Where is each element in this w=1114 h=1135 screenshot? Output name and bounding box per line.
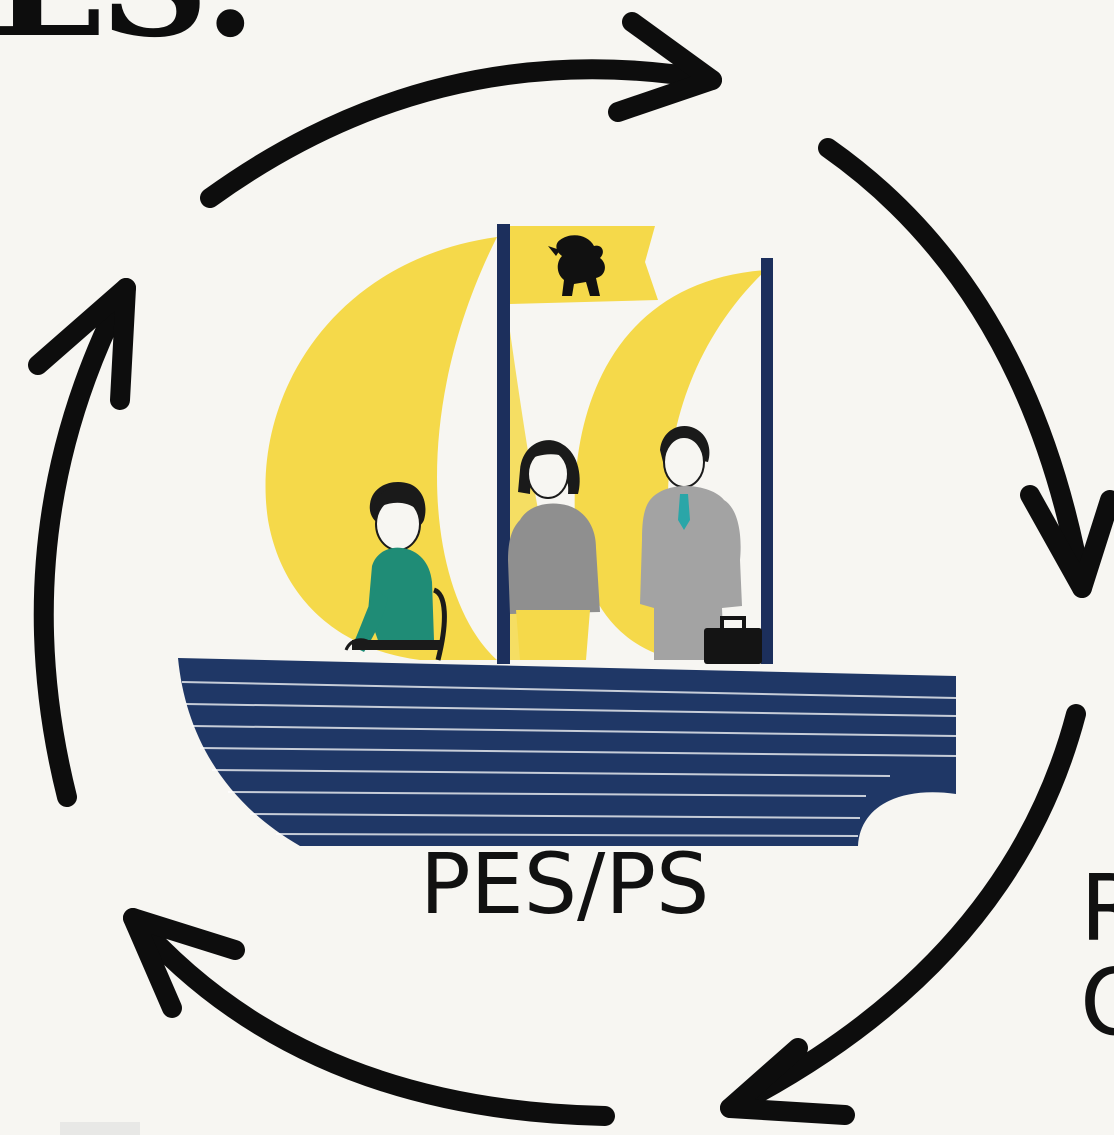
cycle-arrow-left	[28, 278, 136, 807]
briefcase	[704, 628, 762, 664]
cycle-label-pes-ps: PES/PS	[420, 835, 710, 933]
cycle-arrow-right	[818, 138, 1114, 598]
main-mast	[497, 224, 510, 664]
passenger-woman	[508, 440, 600, 660]
side-label-cropped: R O	[1080, 862, 1114, 1050]
headline-text: ES:	[0, 0, 258, 58]
side-label-line-1: R	[1080, 855, 1114, 962]
cycle-arrow-bottom-right	[720, 704, 1086, 1125]
cycle-arrow-bottom	[123, 908, 615, 1126]
passenger-wheelchair-user	[344, 482, 447, 661]
cycle-arrow-top	[200, 12, 722, 208]
griffin-icon	[548, 235, 605, 296]
side-label-line-2: O	[1080, 955, 1114, 1050]
passenger-businessman	[640, 426, 762, 664]
right-sail	[574, 270, 766, 660]
rear-mast	[761, 258, 773, 664]
corner-scrap	[60, 1122, 140, 1135]
left-sail	[265, 237, 497, 660]
ship-illustration	[178, 224, 957, 846]
